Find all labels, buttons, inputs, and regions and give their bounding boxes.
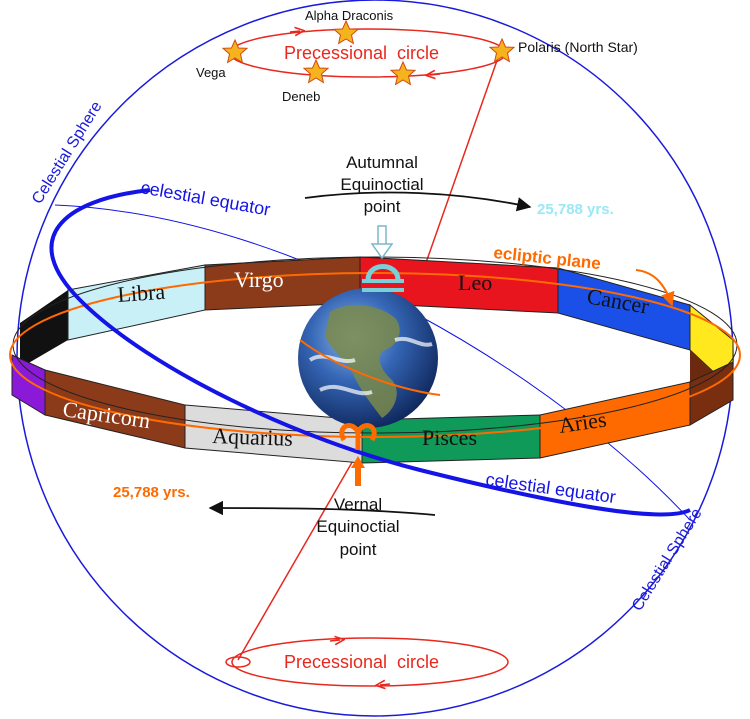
vernal-point-arrow xyxy=(351,456,365,486)
zodiac-label-aquarius: Aquarius xyxy=(212,423,293,451)
precession-arrow-top-2 xyxy=(430,74,441,75)
label-years-top: 25,788 yrs. xyxy=(537,201,614,218)
zodiac-label-leo: Leo xyxy=(458,270,492,295)
precession-arrow-top-1 xyxy=(289,31,300,32)
label-celestial-sphere-right: Celestial Sphere xyxy=(629,505,706,614)
label-precessional-circle-top: Precessional circle xyxy=(284,43,439,63)
earth-continents xyxy=(325,305,400,418)
star-polaris-icon xyxy=(488,37,516,63)
earth xyxy=(298,288,438,428)
star-alpha-draconis-icon xyxy=(332,19,360,45)
label-vernal-2: Equinoctial xyxy=(316,517,399,536)
label-celestial-sphere-left: Celestial Sphere xyxy=(29,98,106,207)
aries-symbol-icon xyxy=(339,423,377,450)
zodiac-label-libra: Libra xyxy=(117,279,167,307)
label-precessional-circle-bottom: Precessional circle xyxy=(284,652,439,672)
precession-arrow-bottom-2 xyxy=(380,684,391,685)
label-vernal-3: point xyxy=(340,540,377,559)
label-alpha-draconis: Alpha Draconis xyxy=(305,8,394,23)
precession-arrow-bottom-1 xyxy=(329,640,340,641)
label-polaris: Polaris (North Star) xyxy=(518,39,638,55)
pole-end-ellipse xyxy=(225,656,251,668)
star-deneb-icon xyxy=(302,58,330,84)
band-segment-purple xyxy=(11,354,46,416)
precessional-circle-bottom xyxy=(231,637,509,687)
celestial-equator-front xyxy=(49,188,691,517)
earth-clouds xyxy=(308,336,433,396)
zodiac-label-pisces: Pisces xyxy=(422,425,477,450)
vernal-direction-arrow xyxy=(208,500,436,516)
label-autumnal-2: Equinoctial xyxy=(340,175,423,194)
label-celestial-equator-top: celestial equator xyxy=(139,177,272,219)
label-autumnal-1: Autumnal xyxy=(346,153,418,172)
star-vega-icon xyxy=(221,38,249,64)
label-autumnal-3: point xyxy=(364,197,401,216)
star-unnamed-icon xyxy=(389,60,417,86)
label-years-bottom: 25,788 yrs. xyxy=(113,484,190,501)
pole-axis-line-lower xyxy=(237,444,363,661)
band-segment-front-right xyxy=(689,361,734,426)
ecliptic-plane-pointer xyxy=(635,269,675,307)
label-deneb: Deneb xyxy=(282,89,320,104)
autumnal-point-arrow xyxy=(370,225,394,260)
label-vernal-1: Vernal xyxy=(334,495,382,514)
ecliptic-front-arc xyxy=(299,339,441,396)
autumnal-direction-arrow xyxy=(304,191,532,212)
libra-symbol-icon xyxy=(362,264,404,292)
band-segment-back-left xyxy=(20,290,68,368)
label-vega: Vega xyxy=(196,65,226,80)
zodiac-label-virgo: Virgo xyxy=(234,267,284,292)
